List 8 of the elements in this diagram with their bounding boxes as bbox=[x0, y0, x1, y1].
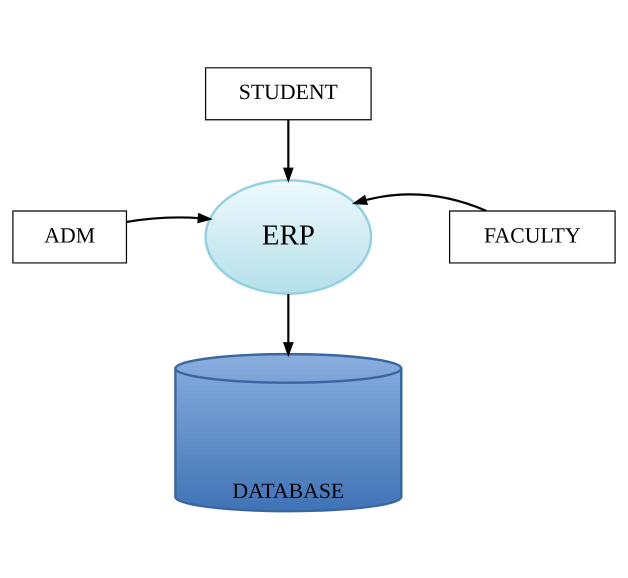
arrow bbox=[352, 192, 487, 212]
node-box: STUDENT bbox=[204, 66, 372, 120]
node-box: FACULTY bbox=[449, 210, 616, 264]
node-ellipse: ERP bbox=[204, 178, 372, 294]
arrow bbox=[283, 294, 294, 357]
node-box: ADM bbox=[12, 210, 128, 264]
arrow bbox=[126, 212, 213, 223]
arrow bbox=[283, 119, 294, 182]
